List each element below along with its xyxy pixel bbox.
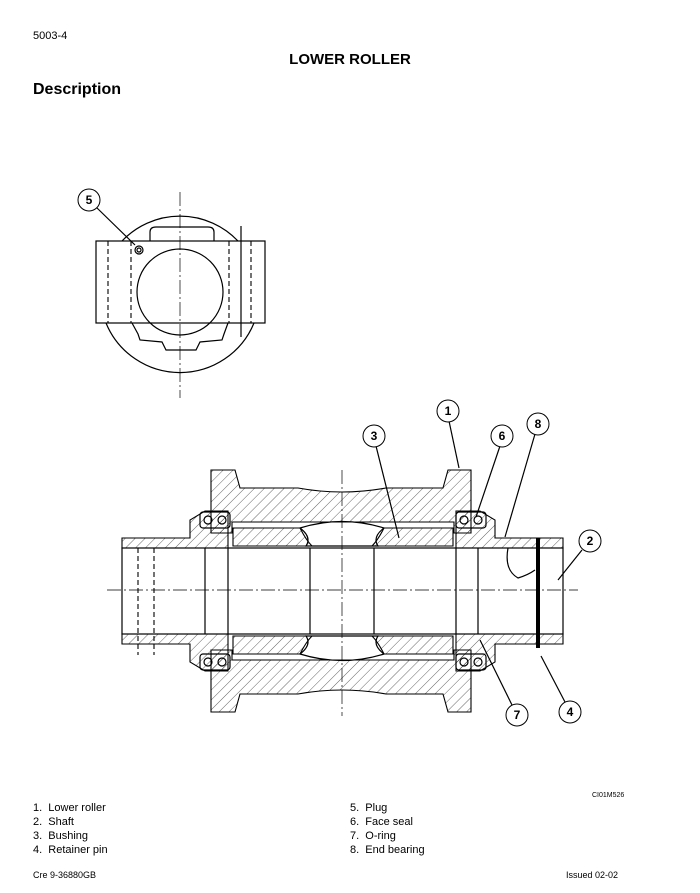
svg-text:6: 6 (499, 429, 506, 443)
issue-date: Issued 02-02 (566, 870, 619, 880)
svg-text:4: 4 (567, 705, 574, 719)
page-number: 5003-4 (33, 30, 68, 42)
legend-item: 5. Plug (350, 802, 388, 814)
legend-item: 1. Lower roller (33, 802, 106, 814)
svg-text:3: 3 (371, 429, 378, 443)
legend-item: 7. O-ring (350, 830, 396, 842)
legend-item: 8. End bearing (350, 844, 425, 856)
callout-8: 8 (526, 412, 550, 436)
cross-section-view (107, 420, 583, 716)
legend-item: 4. Retainer pin (33, 844, 108, 856)
parts-legend-left: 1. Lower roller 2. Shaft 3. Bushing 4. R… (33, 801, 108, 857)
callout-4: 4 (558, 700, 582, 724)
document-number: Cre 9-36880GB (33, 870, 97, 880)
callout-3: 3 (362, 424, 386, 448)
section-heading: Description (33, 81, 122, 98)
callout-1: 1 (436, 399, 460, 423)
legend-item: 6. Face seal (350, 816, 413, 828)
svg-text:1: 1 (445, 404, 452, 418)
legend-item: 3. Bushing (33, 830, 89, 842)
callout-2: 2 (578, 529, 602, 553)
svg-text:8: 8 (535, 417, 542, 431)
page-title: LOWER ROLLER (289, 51, 411, 68)
end-view (95, 192, 266, 398)
legend-item: 2. Shaft (33, 816, 74, 828)
svg-text:7: 7 (514, 708, 521, 722)
parts-legend-right: 5. Plug 6. Face seal 7. O-ring 8. End be… (350, 801, 425, 857)
callout-7: 7 (505, 703, 529, 727)
figure-id: CI01M526 (592, 792, 625, 799)
callout-6: 6 (490, 424, 514, 448)
svg-text:2: 2 (587, 534, 594, 548)
svg-text:5: 5 (86, 193, 93, 207)
callout-5: 5 (77, 188, 101, 212)
